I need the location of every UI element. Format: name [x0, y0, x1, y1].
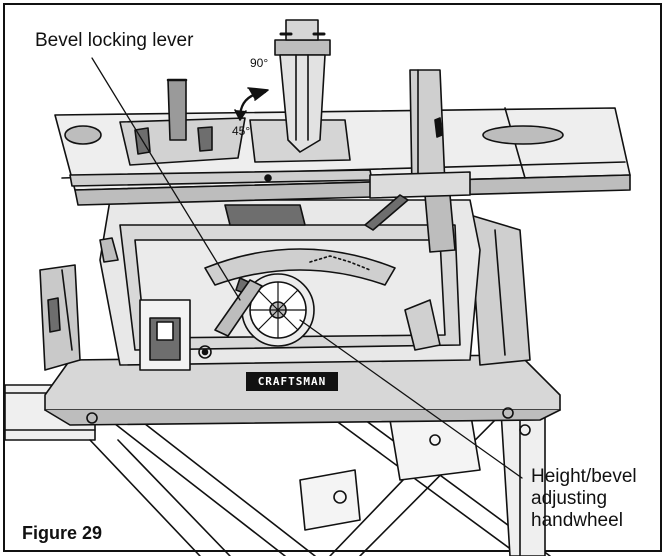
- bevel-lever-leader: [91, 57, 241, 301]
- rip-fence: [364, 69, 471, 253]
- bevel-locking-lever-label: Bevel locking lever: [35, 30, 194, 51]
- handwheel-label-line-2: adjusting: [531, 488, 608, 509]
- angle-90-label: 90°: [250, 56, 269, 70]
- height-bevel-handwheel-label: Height/bevel adjusting handwheel: [531, 466, 661, 532]
- figure-caption: Figure 29: [22, 523, 103, 543]
- handwheel-leader: [299, 319, 523, 479]
- angle-45-label: 45°: [232, 124, 251, 138]
- handwheel-label-line-3: handwheel: [531, 510, 623, 531]
- handwheel-label-line-1: Height/bevel: [531, 466, 637, 487]
- figure-border: [3, 3, 662, 552]
- height-bevel-handwheel: [214, 273, 315, 347]
- craftsman-brand-plate: CRAFTSMAN: [246, 372, 338, 391]
- miter-gauge: [119, 78, 246, 166]
- leader-lines: [91, 57, 523, 479]
- blade-guard: [234, 19, 331, 153]
